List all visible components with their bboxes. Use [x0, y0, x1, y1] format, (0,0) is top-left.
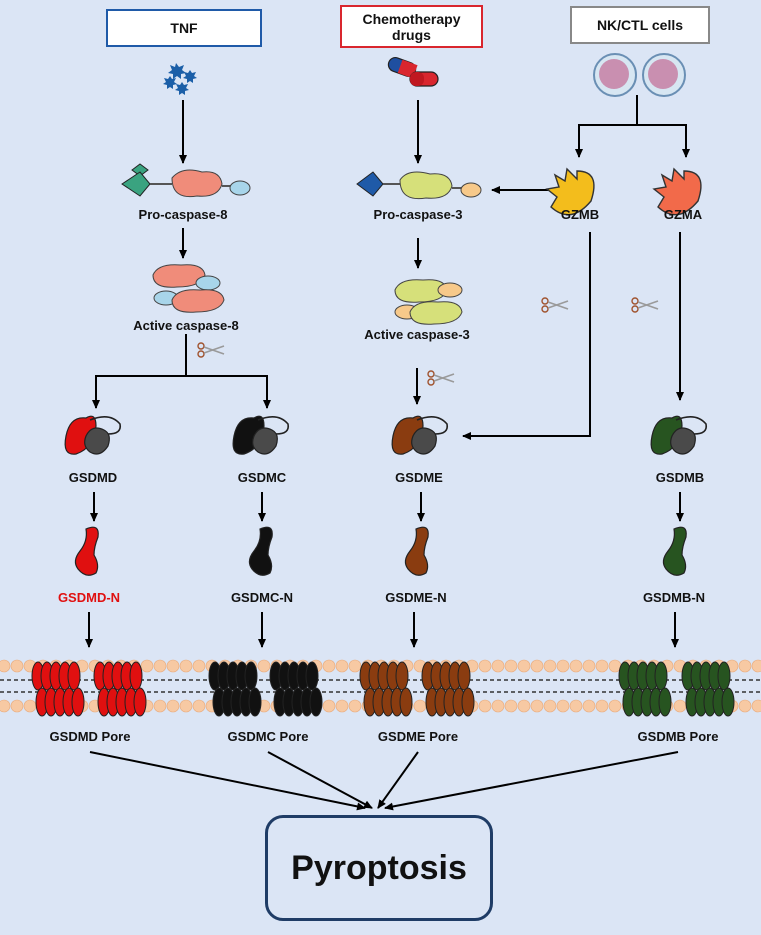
gsdmc-n-fragment-icon — [248, 526, 273, 576]
scissors-icon — [541, 297, 569, 313]
gzmb-enzyme-icon — [545, 167, 595, 216]
label-gsdmd-n: GSDMD-N — [57, 590, 121, 605]
gsdme-n-fragment-icon — [404, 526, 429, 576]
arrow-gsdme-pore-to-pyroptosis — [377, 751, 419, 809]
pathway-arrows — [85, 95, 690, 811]
label-gsdmb: GSDMB — [655, 470, 705, 485]
gsdmd-n-fragment-icon — [74, 526, 99, 576]
label-gsdme: GSDME — [395, 470, 443, 485]
gasdermin-icons — [64, 415, 708, 455]
gsdmb-pore-icon — [681, 661, 735, 717]
label-active-caspase8: Active caspase-8 — [133, 318, 239, 333]
input-chemotherapy: Chemotherapy drugs — [340, 5, 483, 48]
gsdmb-n-fragment-icon — [662, 526, 687, 576]
tnf-molecule-icon — [163, 63, 197, 95]
label-gsdmd-pore: GSDMD Pore — [49, 729, 131, 744]
label-gzmb: GZMB — [560, 207, 600, 222]
scissors-icon — [631, 297, 659, 313]
gsdmd-pore-icon — [31, 661, 85, 717]
input-nk-ctl-label: NK/CTL cells — [596, 17, 684, 33]
label-gsdme-n: GSDME-N — [385, 590, 447, 605]
scissors-icon — [197, 342, 225, 358]
gsdme-pore-icon — [421, 661, 475, 717]
gzma-enzyme-icon — [652, 167, 702, 216]
input-tnf: TNF — [106, 9, 262, 47]
gsdme-protein-icon — [391, 415, 449, 455]
gsdmc-pore-icon — [269, 661, 323, 717]
active-caspase3-icon — [394, 279, 463, 325]
pill-icon — [387, 57, 439, 87]
label-gsdmb-pore: GSDMB Pore — [637, 729, 719, 744]
gsdme-pore-icon — [359, 661, 413, 717]
gsdmc-protein-icon — [232, 415, 290, 455]
input-tnf-label: TNF — [170, 20, 198, 36]
input-nk-ctl: NK/CTL cells — [570, 6, 710, 44]
arrow-gzmb-to-gsdme — [462, 232, 591, 440]
gsdmd-pore-icon — [93, 661, 147, 717]
scissors-icon — [427, 370, 455, 386]
gsdmb-pore-icon — [618, 661, 672, 717]
procaspase8-icon — [121, 163, 251, 198]
label-gsdmc: GSDMC — [237, 470, 287, 485]
immune-cell-icon — [593, 53, 686, 97]
procaspase3-icon — [356, 171, 482, 200]
gsdmb-protein-icon — [650, 415, 708, 455]
arrow-gsdmc-pore-to-pyroptosis — [267, 751, 373, 809]
gasdermin-n-icons — [74, 526, 687, 576]
label-procaspase8: Pro-caspase-8 — [138, 207, 228, 222]
pyroptosis-label: Pyroptosis — [291, 848, 467, 887]
label-gsdmd: GSDMD — [68, 470, 118, 485]
arrow-gsdmd-pore-to-pyroptosis — [89, 751, 366, 811]
label-gzma: GZMA — [663, 207, 703, 222]
pyroptosis-box: Pyroptosis — [265, 815, 493, 921]
input-chemotherapy-label: Chemotherapy drugs — [362, 10, 461, 43]
label-gsdmc-pore: GSDMC Pore — [227, 729, 309, 744]
label-gsdmc-n: GSDMC-N — [230, 590, 294, 605]
pore-icons — [31, 661, 735, 717]
gsdmc-pore-icon — [208, 661, 262, 717]
label-gsdmb-n: GSDMB-N — [642, 590, 706, 605]
gsdmd-protein-icon — [64, 415, 122, 455]
active-caspase8-icon — [152, 264, 225, 313]
label-procaspase3: Pro-caspase-3 — [373, 207, 463, 222]
label-gsdme-pore: GSDME Pore — [377, 729, 459, 744]
label-active-caspase3: Active caspase-3 — [364, 327, 470, 342]
arrow-gsdmb-pore-to-pyroptosis — [384, 751, 679, 811]
